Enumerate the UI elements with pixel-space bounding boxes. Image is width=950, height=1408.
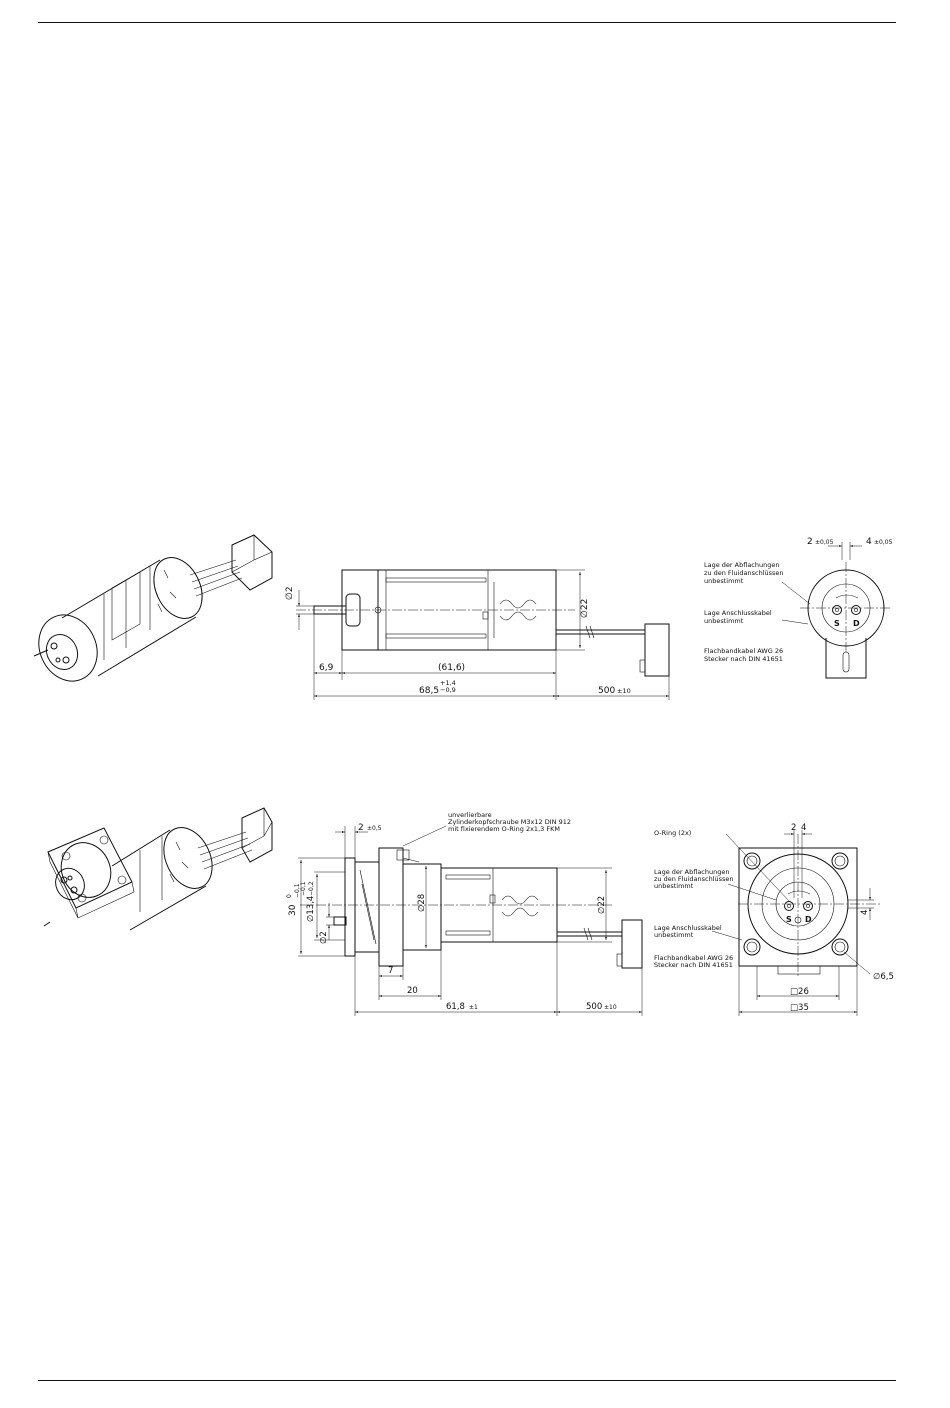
dim-oring-b: 4: [801, 823, 806, 833]
dim-side-4: 4: [860, 910, 870, 915]
dim-diameter-28: ∅28: [417, 894, 427, 912]
note-cable-1: Flachbandkabel AWG 26 Stecker nach DIN 4…: [704, 647, 785, 663]
dim-square-26: □26: [790, 987, 809, 997]
dim-total-tol-upper-1: +1,4: [440, 679, 456, 687]
port-d-label-2: D: [805, 915, 812, 924]
dim-front-length-1: 6,9: [319, 663, 334, 673]
dim-cable-tol-2: ±10: [604, 1004, 617, 1011]
dim-total-tol-lower-1: −0,9: [440, 686, 456, 694]
dim-height-30: 30: [288, 904, 298, 916]
dim-diameter-13-4-tol-lower: −0,2: [308, 881, 315, 896]
note-oring: O-Ring (2x): [654, 829, 691, 837]
pump-3d-view-1: [33, 534, 273, 682]
dim-total-length-2: 61,8: [446, 1002, 465, 1012]
dim-flat-a-1: 2: [807, 537, 813, 547]
dim-total-length-1: 68,5: [419, 686, 439, 696]
dim-height-30-tol-lower: −0,1: [294, 883, 301, 898]
dim-cable-length-2: 500: [586, 1002, 602, 1012]
dim-diameter-13-4: ∅13,4: [306, 896, 316, 922]
note-cable-position-1: Lage Anschlusskabel unbestimmt: [704, 609, 774, 625]
dim-flange-gap-tol: ±0,5: [367, 825, 382, 832]
dim-flange-gap: 2: [358, 823, 364, 833]
dim-hole-diameter: ∅6,5: [873, 972, 894, 982]
port-s-label-1: S: [834, 619, 840, 628]
port-d-label-1: D: [853, 619, 860, 628]
note-cable-2: Flachbandkabel AWG 26 Stecker nach DIN 4…: [654, 954, 735, 969]
dim-body-length-1: (61,6): [438, 663, 465, 673]
dim-length-7: 7: [388, 966, 393, 976]
dim-square-35: □35: [790, 1003, 809, 1013]
pump-front-view-2: [711, 830, 880, 1016]
pump-side-view-1: [296, 569, 670, 700]
top-rule: [38, 22, 896, 23]
dim-flat-b-1: 4: [866, 537, 872, 547]
pump-front-view-1: [781, 542, 892, 679]
dim-diameter-22: ∅22: [597, 896, 607, 914]
dim-flat-a-tol-1: ±0,05: [815, 539, 834, 546]
dim-height-30-tol-upper: 0: [286, 894, 293, 898]
dim-length-20: 20: [407, 986, 418, 996]
dim-cable-tol-1: ±10: [617, 687, 631, 695]
dim-cable-length-1: 500: [598, 686, 615, 696]
dim-shaft-diameter-1: ∅2: [285, 586, 295, 600]
dim-oring-a: 2: [791, 823, 796, 833]
dim-flat-b-tol-1: ±0,05: [874, 539, 893, 546]
note-flats-2: Lage der Abflachungen zu den Fluidanschl…: [654, 868, 736, 890]
note-flats-1: Lage der Abflachungen zu den Fluidanschl…: [704, 561, 786, 585]
port-s-label-2: S: [786, 915, 792, 924]
dim-diameter-2: ∅2: [319, 931, 329, 944]
dim-body-diameter-1: ∅22: [580, 599, 590, 618]
dim-total-length-2-tol: ±1: [469, 1004, 478, 1011]
bottom-rule: [38, 1380, 896, 1381]
pump-side-view-2: [298, 825, 643, 1016]
dim-diameter-13-4-tol-upper: −0,1: [300, 881, 307, 896]
pump-3d-view-2: [43, 807, 273, 931]
note-screw: unverlierbare Zylinderkopfschraube M3x12…: [448, 811, 573, 833]
note-cable-position-2: Lage Anschlusskabel unbestimmt: [654, 924, 724, 939]
